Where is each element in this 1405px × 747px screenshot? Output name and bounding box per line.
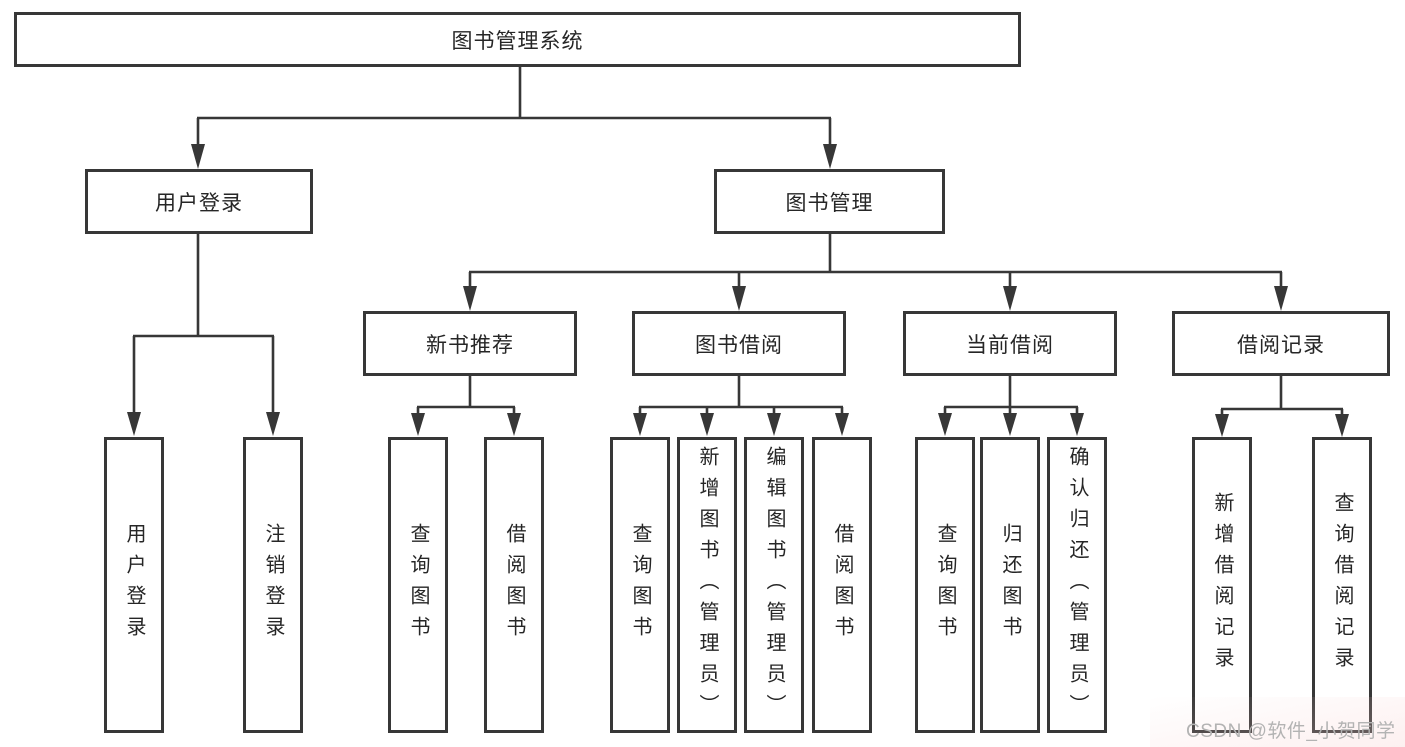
leaf-return-books-label: 归还图书 (999, 523, 1021, 647)
leaf-add-borrow-record: 新增借阅记录 (1192, 437, 1252, 733)
node-book-management: 图书管理 (714, 169, 945, 234)
leaf-user-login-label: 用户登录 (123, 523, 145, 647)
node-book-borrow-label: 图书借阅 (695, 333, 783, 357)
root-node-label: 图书管理系统 (451, 29, 584, 53)
leaf-borrow-books: 借阅图书 (812, 437, 872, 733)
leaf-newbooks-query-books: 查询图书 (388, 437, 448, 733)
leaf-return-books: 归还图书 (980, 437, 1040, 733)
leaf-confirm-return-admin: 确认归还（管理员） (1047, 437, 1107, 733)
node-new-book-recommend: 新书推荐 (363, 311, 577, 376)
leaf-current-query-books-label: 查询图书 (934, 523, 956, 647)
node-book-management-label: 图书管理 (785, 191, 874, 215)
root-node-library-management-system: 图书管理系统 (14, 12, 1021, 67)
leaf-user-login: 用户登录 (104, 437, 164, 733)
connector-book-borrow-children (633, 376, 849, 436)
leaf-add-books-admin: 新增图书（管理员） (677, 437, 737, 733)
leaf-current-query-books: 查询图书 (915, 437, 975, 733)
connector-root-to-level2 (191, 66, 837, 169)
leaf-newbooks-borrow-books-label: 借阅图书 (503, 523, 525, 647)
node-current-borrow-label: 当前借阅 (966, 333, 1054, 357)
leaf-query-borrow-record-label: 查询借阅记录 (1331, 492, 1353, 678)
node-user-login: 用户登录 (85, 169, 313, 234)
node-user-login-label: 用户登录 (155, 191, 243, 215)
leaf-borrow-query-books-label: 查询图书 (629, 523, 651, 647)
node-new-book-recommend-label: 新书推荐 (426, 333, 514, 357)
leaf-borrow-query-books: 查询图书 (610, 437, 670, 733)
leaf-confirm-return-admin-label: 确认归还（管理员） (1066, 445, 1088, 725)
leaf-borrow-books-label: 借阅图书 (831, 523, 853, 647)
node-book-borrow: 图书借阅 (632, 311, 846, 376)
connector-new-book-children (411, 376, 521, 436)
leaf-logout: 注销登录 (243, 437, 303, 733)
leaf-newbooks-query-books-label: 查询图书 (407, 523, 429, 647)
leaf-add-books-admin-label: 新增图书（管理员） (696, 445, 718, 725)
node-borrow-records-label: 借阅记录 (1237, 333, 1325, 357)
node-borrow-records: 借阅记录 (1172, 311, 1390, 376)
leaf-logout-label: 注销登录 (262, 523, 284, 647)
connector-book-management-to-level3 (463, 234, 1288, 311)
leaf-add-borrow-record-label: 新增借阅记录 (1211, 492, 1233, 678)
connector-records-children (1215, 376, 1349, 437)
connector-user-login-children (127, 234, 280, 436)
leaf-edit-books-admin-label: 编辑图书（管理员） (763, 445, 785, 725)
node-current-borrow: 当前借阅 (903, 311, 1117, 376)
leaf-query-borrow-record: 查询借阅记录 (1312, 437, 1372, 733)
leaf-newbooks-borrow-books: 借阅图书 (484, 437, 544, 733)
connector-current-borrow-children (938, 376, 1084, 436)
csdn-watermark: CSDN @软件_小贺同学 (1186, 721, 1396, 742)
leaf-edit-books-admin: 编辑图书（管理员） (744, 437, 804, 733)
